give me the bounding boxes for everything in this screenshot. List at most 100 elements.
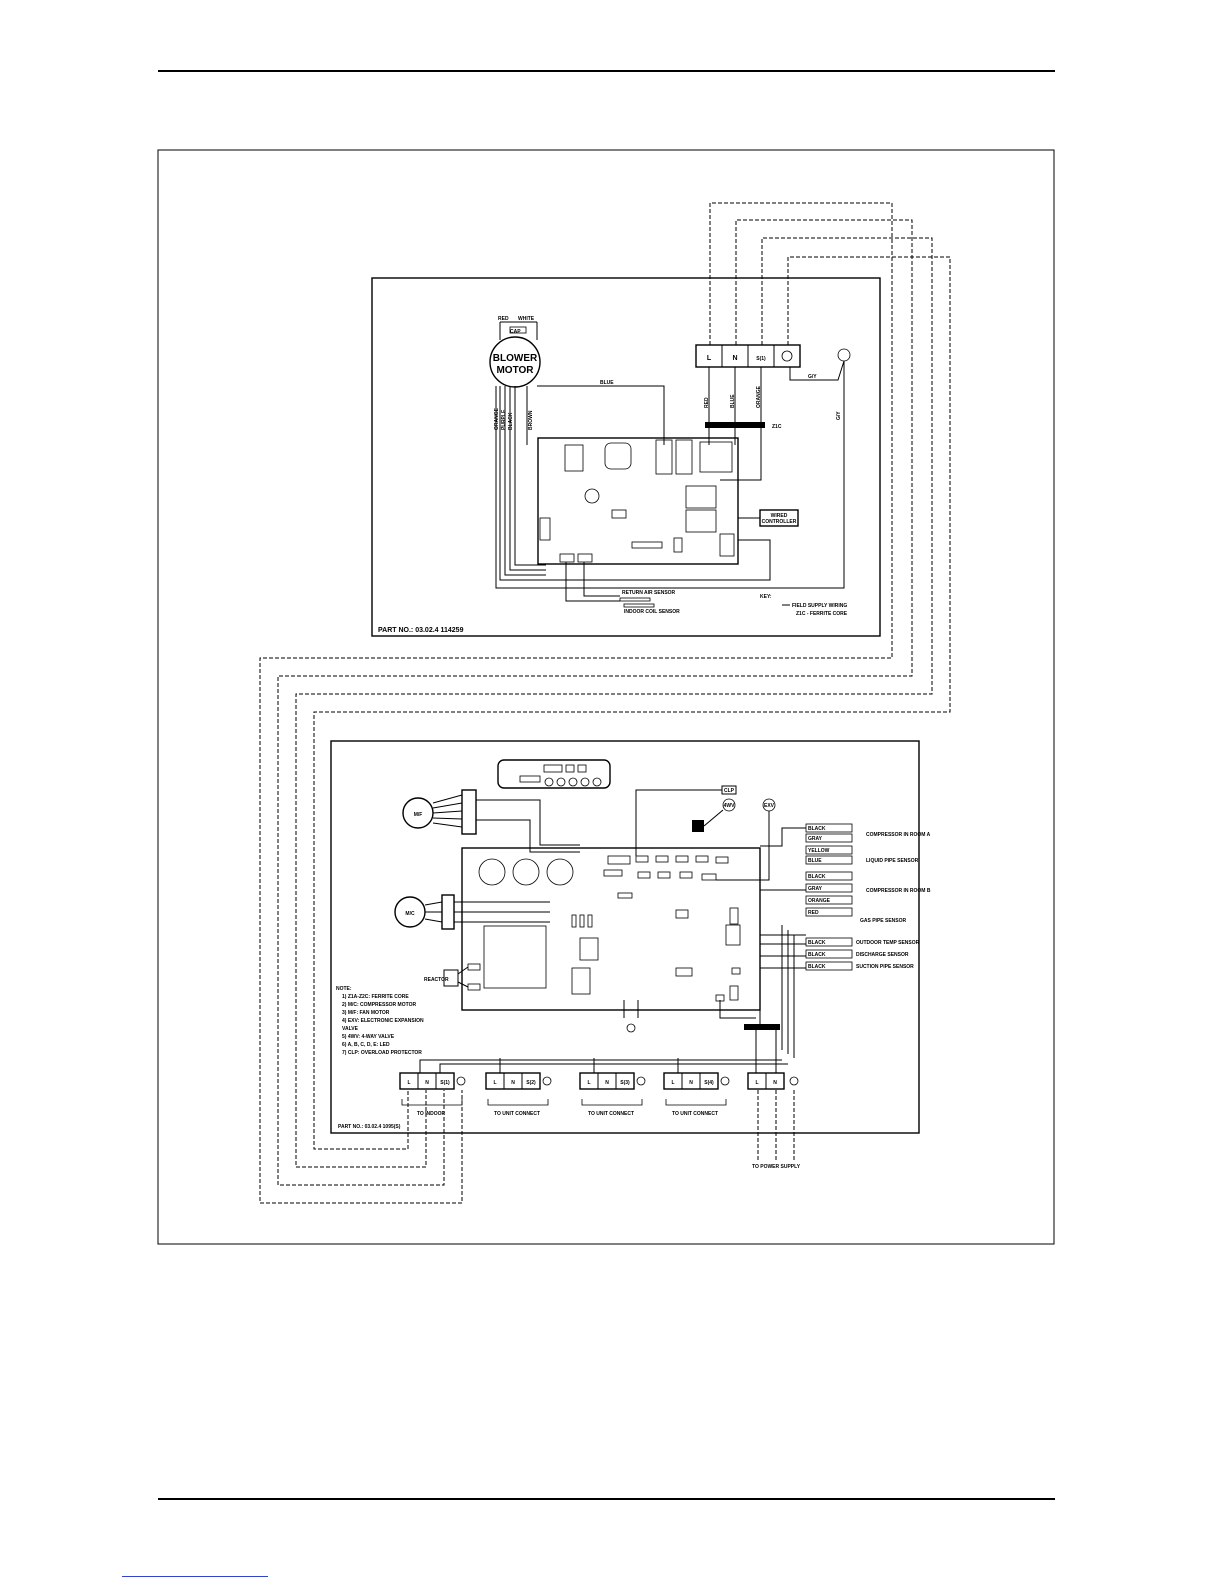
power-supply-wiring: TO POWER SUPPLY xyxy=(752,1090,801,1170)
wire-purple-label: PURPLE xyxy=(501,409,507,430)
footer-link-underline[interactable] xyxy=(122,1576,268,1577)
wired-controller-label-2: CONTROLLER xyxy=(762,519,797,525)
blower-motor: RED WHITE CAP BLOWER MOTOR ORANGE PURPLE… xyxy=(489,316,546,581)
terminal-block-2: L N S(2) TO UNIT CONNECT xyxy=(485,1072,552,1117)
sensor-comp-room-b: COMPRESSOR IN ROOM B xyxy=(866,888,931,894)
wire-brown-label: BROWN xyxy=(528,410,534,430)
indoor-key: KEY: FIELD SUPPLY WIRING Z1C - FERRITE C… xyxy=(760,594,848,617)
terminal-label: N xyxy=(605,1080,609,1086)
exv-label: EXV xyxy=(764,803,775,809)
diagram-frame xyxy=(157,149,1055,1245)
ferrite-core xyxy=(705,422,765,428)
terminal-caption: TO UNIT CONNECT xyxy=(672,1111,718,1117)
wire-orange-label: ORANGE xyxy=(808,898,831,904)
blower-motor-label-1: BLOWER xyxy=(493,353,538,364)
indoor-sensors: RETURN AIR SENSOR INDOOR COIL SENSOR xyxy=(565,562,680,615)
terminal-label: N xyxy=(689,1080,693,1086)
ground-icon xyxy=(837,348,851,362)
sensor-suction-pipe: SUCTION PIPE SENSOR xyxy=(856,964,914,970)
key-field-wiring: FIELD SUPPLY WIRING xyxy=(792,603,847,609)
terminal-label: N xyxy=(425,1080,429,1086)
wired-controller: WIRED CONTROLLER xyxy=(738,509,799,527)
blower-motor-label-2: MOTOR xyxy=(496,365,534,376)
sensor-outdoor-temp: OUTDOOR TEMP SENSOR xyxy=(856,940,920,946)
ground-icon xyxy=(542,1076,552,1086)
ground-icon xyxy=(781,350,793,362)
indoor-part-no: PART NO.: 03.02.4 114259 xyxy=(378,627,464,634)
footer-rule xyxy=(158,1498,1055,1500)
field-wiring-top xyxy=(259,202,951,1204)
led-display xyxy=(497,759,611,789)
key-ferrite: Z1C - FERRITE CORE xyxy=(796,611,848,617)
terminal-label: S(1) xyxy=(440,1080,450,1086)
terminal-block-4: L N S(4) TO UNIT CONNECT xyxy=(663,1072,730,1117)
ground-icon xyxy=(456,1076,466,1086)
wired-controller-label-1: WIRED xyxy=(771,513,788,519)
sensor-comp-room-a: COMPRESSOR IN ROOM A xyxy=(866,832,931,838)
wire-black-label-2: BLACK xyxy=(808,874,826,880)
header-rule xyxy=(158,70,1055,72)
wire-orange-label: ORANGE xyxy=(494,407,500,430)
wire-blue-label: BLUE xyxy=(808,858,822,864)
wire-gray-label: GRAY xyxy=(808,836,823,842)
indoor-pcb xyxy=(537,437,739,565)
terminal-label: L xyxy=(407,1080,410,1086)
terminal-label: N xyxy=(511,1080,515,1086)
reactor-label: REACTOR xyxy=(424,977,449,983)
note-2: 2) M/C: COMPRESSOR MOTOR xyxy=(342,1002,416,1008)
note-7: 7) CLP: OVERLOAD PROTECTOR xyxy=(342,1050,422,1056)
indoor-terminal-s: S(1) xyxy=(756,356,766,362)
terminal-label: S(3) xyxy=(620,1080,630,1086)
outdoor-part-no: PART NO.: 03.02.4 1095(S) xyxy=(338,1124,401,1130)
outdoor-sensors: BLACK GRAY YELLOW BLUE COMPRESSOR IN ROO… xyxy=(760,823,931,971)
terminal-caption: TO UNIT CONNECT xyxy=(494,1111,540,1117)
wire-blue-label: BLUE xyxy=(600,380,614,386)
outdoor-bottom-wiring xyxy=(419,925,795,1073)
note-1: 1) Z1A-Z2C: FERRITE CORE xyxy=(342,994,409,1000)
compressor-motor-label: M/C xyxy=(405,911,415,917)
cap-label: CAP xyxy=(510,329,521,335)
sensor-liquid-pipe: LIQUID PIPE SENSOR xyxy=(866,858,919,864)
terminal-caption: TO UNIT CONNECT xyxy=(588,1111,634,1117)
wire-gray-label-2: GRAY xyxy=(808,886,823,892)
fan-motor-label: M/F xyxy=(414,812,423,818)
key-title: KEY: xyxy=(760,594,772,600)
sensor-gas-pipe: GAS PIPE SENSOR xyxy=(860,918,907,924)
notes-title: NOTE: xyxy=(336,986,352,992)
terminal-label: L xyxy=(671,1080,674,1086)
fan-motor: M/F xyxy=(402,789,580,853)
wire-orange-label-2: ORANGE xyxy=(756,385,762,408)
wire-blue-label-2: BLUE xyxy=(730,394,736,408)
terminal-label: S(2) xyxy=(526,1080,536,1086)
indoor-terminal-l: L xyxy=(707,355,712,362)
terminal-label: S(4) xyxy=(704,1080,714,1086)
terminal-label: L xyxy=(493,1080,496,1086)
note-3: 3) M/F: FAN MOTOR xyxy=(342,1010,390,1016)
wire-black-label-4: BLACK xyxy=(808,952,826,958)
wire-black-label-3: BLACK xyxy=(808,940,826,946)
ground-icon xyxy=(720,1076,730,1086)
4wv-label: 4WV xyxy=(724,803,736,809)
ground-icon xyxy=(626,1023,636,1033)
wire-black-label-5: BLACK xyxy=(808,964,826,970)
ferrite-label: Z1C xyxy=(772,424,782,430)
compressor-motor: M/C xyxy=(394,894,550,930)
indoor-unit-box xyxy=(371,277,881,637)
wire-gy-label: G/Y xyxy=(808,374,817,380)
terminal-label: N xyxy=(773,1080,777,1086)
note-6: 6) A, B, C, D, E: LED xyxy=(342,1042,390,1048)
ferrite-core xyxy=(744,1024,780,1030)
notes: NOTE: 1) Z1A-Z2C: FERRITE CORE 2) M/C: C… xyxy=(336,986,424,1056)
indoor-terminal-block: L N S(1) G/Y G/Y RED BLUE ORANGE Z1C xyxy=(495,344,851,589)
note-4: 4) EXV: ELECTRONIC EXPANSION xyxy=(342,1018,424,1024)
wire-white-label: WHITE xyxy=(518,316,535,322)
clp-and-valves: CLP 4WV EXV xyxy=(635,785,776,881)
note-5: 5) 4WV: 4-WAY VALVE xyxy=(342,1034,395,1040)
wire-black-label: BLACK xyxy=(808,826,826,832)
wire-red-label: RED xyxy=(498,316,509,322)
clp-label: CLP xyxy=(724,788,735,794)
